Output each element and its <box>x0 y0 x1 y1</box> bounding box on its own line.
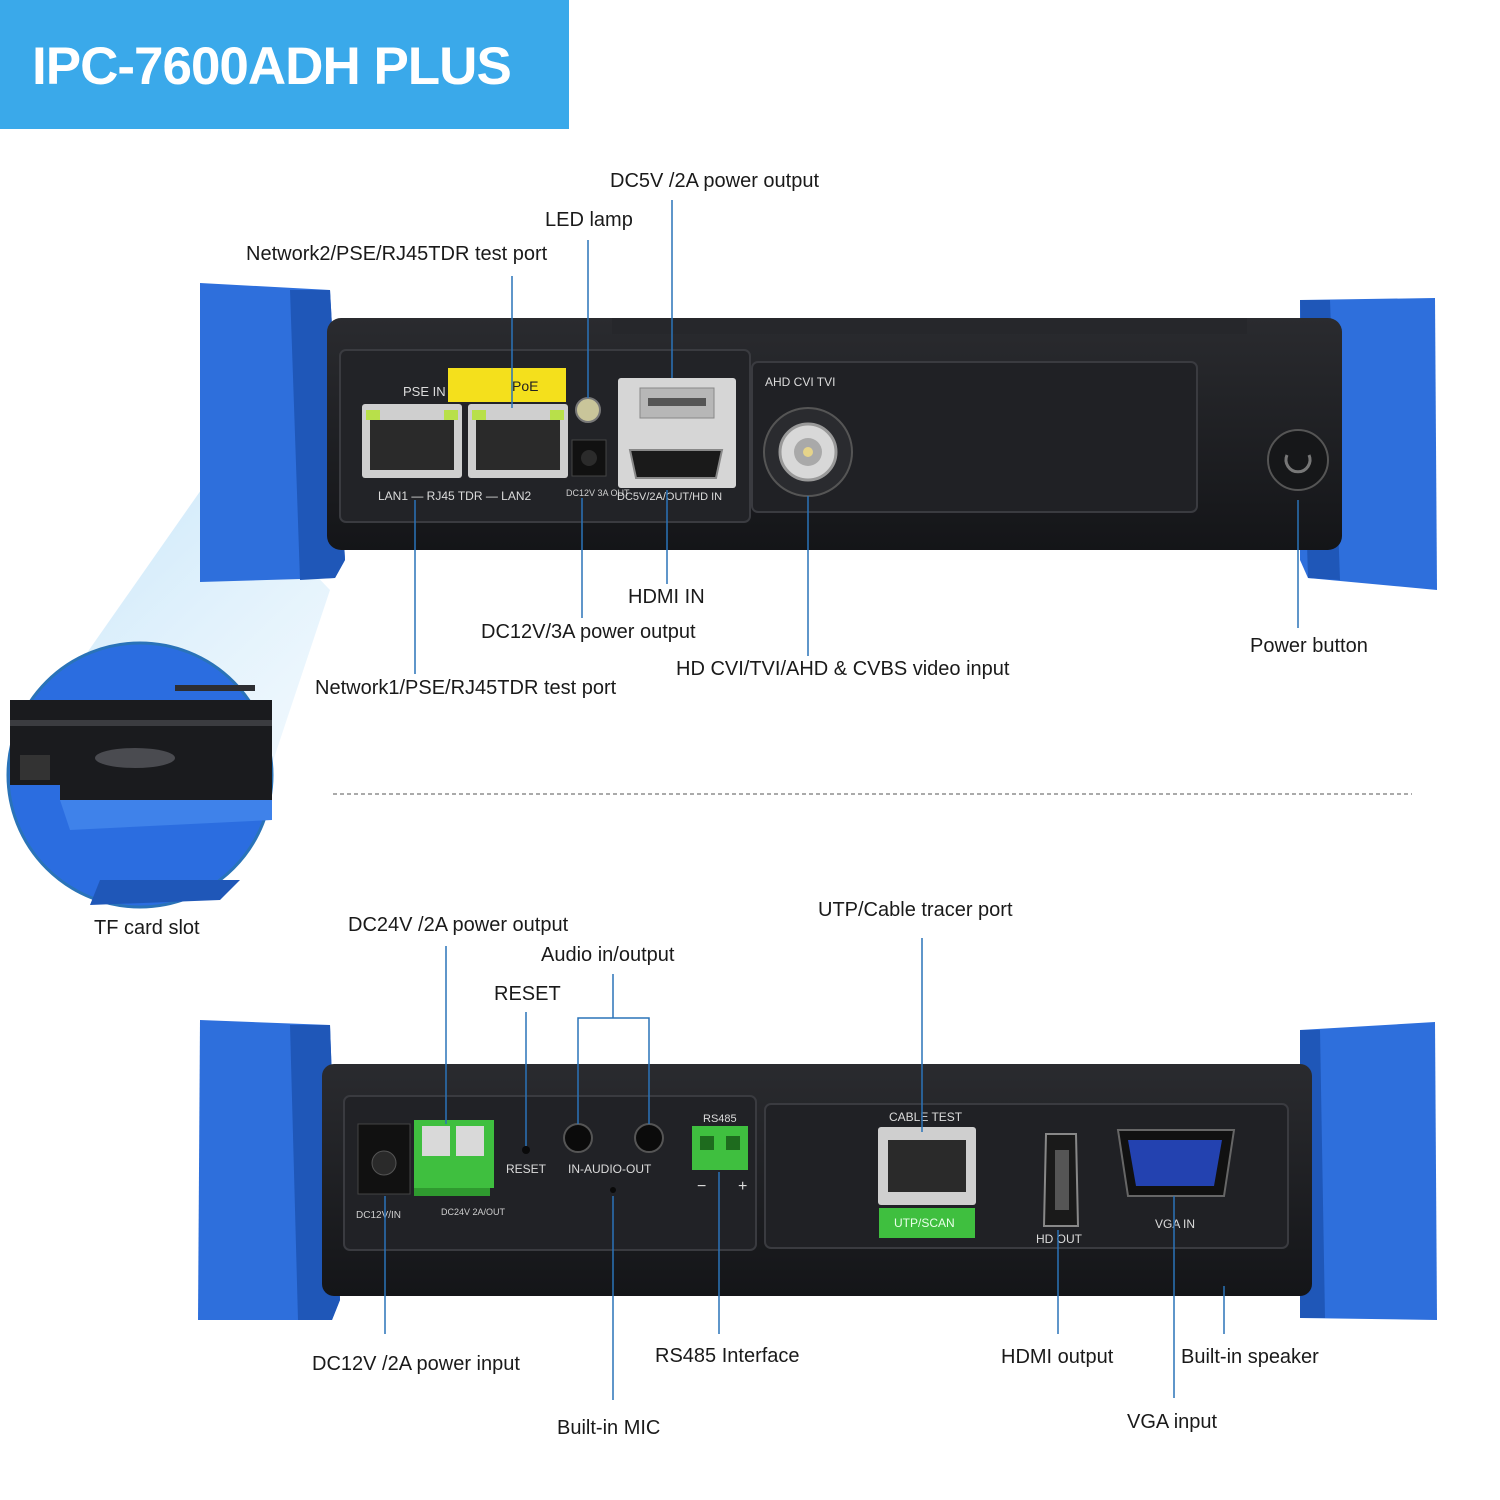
reset-hole <box>522 1146 530 1154</box>
audio-text: IN-AUDIO-OUT <box>568 1162 652 1176</box>
tf-card-zoom <box>6 641 274 909</box>
reset-text: RESET <box>506 1162 547 1176</box>
callout-dc5v-output: DC5V /2A power output <box>610 170 820 192</box>
bottom-left-bumper <box>198 1020 340 1320</box>
callout-power-button: Power button <box>1250 635 1368 657</box>
utp-scan-text: UTP/SCAN <box>894 1216 955 1230</box>
callout-network2: Network2/PSE/RJ45TDR test port <box>246 243 548 265</box>
ahd-cvi-tvi-text: AHD CVI TVI <box>765 375 835 389</box>
plus-text: + <box>738 1178 747 1195</box>
callout-dc24v-output: DC24V /2A power output <box>348 914 569 936</box>
lan2-port <box>468 404 568 478</box>
top-right-panel <box>751 361 1198 513</box>
audio-in-jack <box>563 1123 593 1153</box>
poe-badge <box>448 368 566 402</box>
top-leader-lines <box>414 200 1299 674</box>
dc12v-in-text: DC12V/IN <box>356 1210 401 1221</box>
rs485-text: RS485 <box>703 1113 737 1125</box>
audio-out-jack <box>634 1123 664 1153</box>
mic-hole <box>610 1187 616 1193</box>
utp-scan-badge <box>879 1208 975 1238</box>
dc24v-terminal <box>414 1120 494 1196</box>
lan-row-text: LAN1 — RJ45 TDR — LAN2 <box>378 489 531 503</box>
dc5-hdmi-text: DC5V/2A/OUT/HD IN <box>617 491 722 503</box>
page-title: IPC-7600ADH PLUS <box>32 37 512 96</box>
bnc-connector <box>763 407 853 497</box>
callout-tf-card-slot: TF card slot <box>94 917 200 939</box>
title-banner: IPC-7600ADH PLUS <box>0 0 569 129</box>
dc12-out-text: DC12V 3A OUT <box>566 488 630 498</box>
pse-in-text: PSE IN <box>403 384 446 399</box>
callout-hdmi-in: HDMI IN <box>628 586 705 608</box>
hdmi-in-port <box>628 449 724 479</box>
callout-hdmi-output: HDMI output <box>1001 1346 1114 1368</box>
callout-led-lamp: LED lamp <box>545 209 633 231</box>
power-button <box>1267 429 1329 491</box>
callout-hd-video-input: HD CVI/TVI/AHD & CVBS video input <box>676 658 1010 680</box>
top-left-bumper <box>200 283 345 582</box>
callout-network1: Network1/PSE/RJ45TDR test port <box>315 677 617 699</box>
led-lamp <box>575 397 601 423</box>
bottom-right-bumper <box>1300 1022 1437 1320</box>
vga-in-text: VGA IN <box>1155 1217 1195 1231</box>
callout-audio-io: Audio in/output <box>541 944 675 966</box>
callout-builtin-speaker: Built-in speaker <box>1181 1346 1319 1368</box>
cable-test-text: CABLE TEST <box>889 1110 963 1124</box>
cable-test-port <box>878 1127 976 1205</box>
dc24v-out-text: DC24V 2A/OUT <box>441 1207 506 1217</box>
bottom-leader-lines <box>384 938 1225 1400</box>
hd-out-text: HD OUT <box>1036 1232 1083 1246</box>
callout-vga-input: VGA input <box>1127 1411 1218 1433</box>
callout-dc12v-output: DC12V/3A power output <box>481 621 696 643</box>
callout-utp-tracer: UTP/Cable tracer port <box>818 899 1013 921</box>
lan1-port <box>362 404 462 478</box>
callout-reset: RESET <box>494 983 561 1005</box>
minus-text: − <box>697 1178 706 1195</box>
callout-dc12v-input: DC12V /2A power input <box>312 1353 520 1375</box>
callout-rs485-interface: RS485 Interface <box>655 1345 800 1367</box>
poe-text: PoE <box>512 378 538 394</box>
tf-card-slot <box>95 748 175 768</box>
vga-port <box>1116 1129 1236 1197</box>
callout-builtin-mic: Built-in MIC <box>557 1417 661 1439</box>
